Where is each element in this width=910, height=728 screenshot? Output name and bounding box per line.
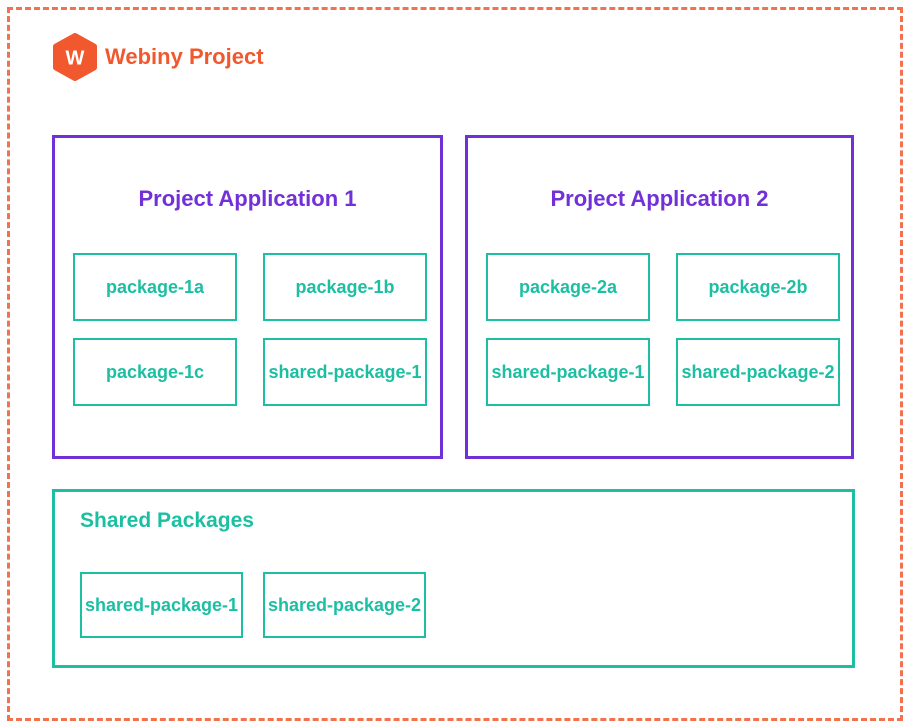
package-label: package-2a	[518, 276, 618, 297]
package-box: package-2a	[486, 253, 650, 321]
package-label: package-1a	[105, 276, 205, 297]
svg-text:W: W	[66, 48, 85, 70]
package-box: package-2b	[676, 253, 840, 321]
package-label: package-1b	[295, 276, 395, 297]
webiny-logo-icon: W	[53, 33, 97, 81]
shared-packages-card: Shared Packages shared-package-1 shared-…	[52, 489, 855, 668]
app-1-package-grid: package-1a package-1b package-1c shared-…	[73, 253, 427, 406]
package-label: shared-package-2	[267, 594, 422, 615]
project-application-2-card: Project Application 2 package-2a package…	[465, 135, 854, 459]
package-box: package-1a	[73, 253, 237, 321]
app-2-package-grid: package-2a package-2b shared-package-1 s…	[486, 253, 840, 406]
project-application-1-card: Project Application 1 package-1a package…	[52, 135, 443, 459]
package-label: shared-package-2	[681, 361, 835, 382]
shared-packages-row: shared-package-1 shared-package-2	[80, 572, 426, 638]
app-1-title: Project Application 1	[138, 186, 357, 211]
package-label: shared-package-1	[84, 594, 239, 615]
package-box: shared-package-1	[263, 338, 427, 406]
package-label: shared-package-1	[491, 361, 645, 382]
project-title: Webiny Project	[105, 44, 264, 69]
package-box: package-1b	[263, 253, 427, 321]
package-box: shared-package-2	[263, 572, 426, 638]
package-box: shared-package-2	[676, 338, 840, 406]
app-2-title: Project Application 2	[550, 186, 769, 211]
package-box: shared-package-1	[486, 338, 650, 406]
package-label: package-2b	[708, 276, 808, 297]
package-label: shared-package-1	[268, 361, 422, 382]
package-box: package-1c	[73, 338, 237, 406]
shared-packages-title: Shared Packages	[80, 509, 254, 532]
package-box: shared-package-1	[80, 572, 243, 638]
package-label: package-1c	[105, 361, 205, 382]
